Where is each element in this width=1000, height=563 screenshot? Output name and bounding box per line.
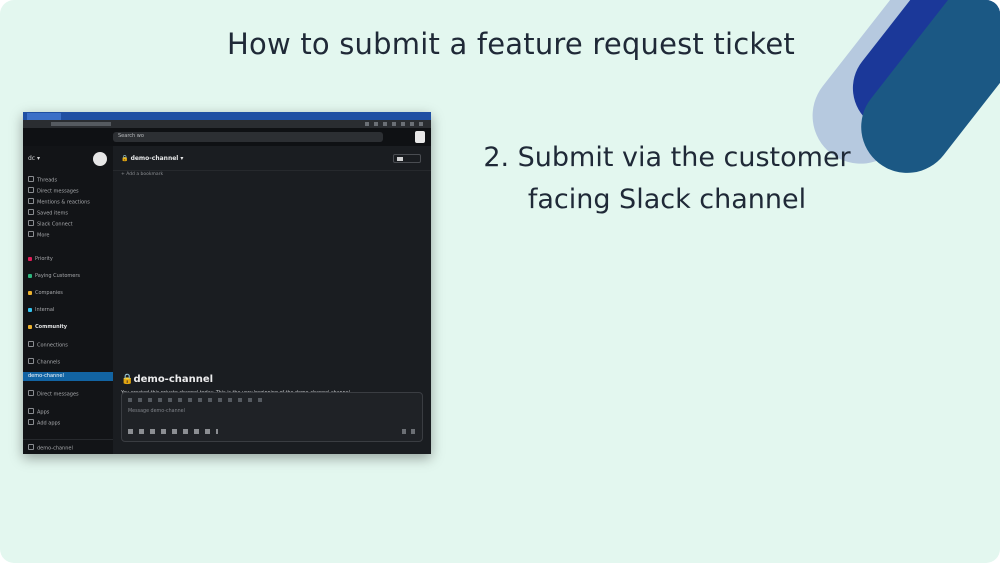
- avatar[interactable]: [415, 131, 425, 143]
- formatting-toolbar[interactable]: [128, 398, 268, 402]
- browser-tab[interactable]: [27, 113, 61, 120]
- workspace-name[interactable]: dc ▾: [28, 155, 41, 162]
- browser-tab-bar: [23, 112, 431, 120]
- slack-screenshot: Search wo dc ▾ Threads Direct messages M…: [23, 112, 431, 454]
- section-icon: [28, 256, 32, 261]
- more-icon: [28, 231, 34, 237]
- chevron-icon: [28, 358, 34, 364]
- sidebar-item-mentions[interactable]: Mentions & reactions: [28, 198, 90, 206]
- chevron-icon: [28, 408, 34, 414]
- huddle-button[interactable]: [393, 154, 421, 163]
- composer-tools[interactable]: [128, 429, 218, 434]
- sidebar-section-direct-messages[interactable]: Direct messages: [28, 390, 79, 398]
- address-url[interactable]: [51, 122, 111, 126]
- sidebar-item-add-apps[interactable]: Add apps: [28, 419, 60, 427]
- section-icon: [28, 290, 32, 295]
- message-composer[interactable]: Message demo-channel: [121, 392, 423, 442]
- sidebar-section-connections[interactable]: Connections: [28, 341, 68, 349]
- chevron-icon: [28, 341, 34, 347]
- chevron-icon: [28, 390, 34, 396]
- sidebar-section-apps[interactable]: Apps: [28, 408, 49, 416]
- sidebar-section-priority[interactable]: Priority: [28, 256, 53, 262]
- threads-icon: [28, 176, 34, 182]
- add-bookmark-link[interactable]: + Add a bookmark: [121, 172, 164, 177]
- sidebar-item-threads[interactable]: Threads: [28, 176, 57, 184]
- dm-icon: [28, 187, 34, 193]
- browser-extension-icons[interactable]: [365, 122, 425, 126]
- sidebar-item-demo-channel[interactable]: demo-channel: [23, 372, 113, 381]
- sidebar-item-more[interactable]: More: [28, 231, 49, 239]
- sidebar-section-community[interactable]: Community: [28, 324, 67, 330]
- sidebar-section-paying-customers[interactable]: Paying Customers: [28, 273, 80, 279]
- connect-icon: [28, 220, 34, 226]
- search-input[interactable]: Search wo: [113, 132, 383, 142]
- sidebar-footer: demo-channel: [23, 439, 113, 454]
- section-icon: [28, 307, 32, 312]
- browser-address-bar: [23, 120, 431, 128]
- compose-icon[interactable]: [93, 152, 107, 166]
- footer-channel[interactable]: demo-channel: [28, 444, 73, 452]
- sidebar-item-direct-messages[interactable]: Direct messages: [28, 187, 79, 195]
- plus-icon: [28, 419, 34, 425]
- search-text: Search wo: [118, 133, 144, 139]
- mention-icon: [28, 198, 34, 204]
- channel-intro-title: 🔒demo-channel: [121, 374, 214, 385]
- sidebar-section-internal[interactable]: Internal: [28, 307, 54, 313]
- step-line-1: 2. Submit via the customer: [483, 142, 851, 173]
- headphones-icon: [397, 156, 403, 161]
- send-button[interactable]: [402, 429, 416, 434]
- slide-title: How to submit a feature request ticket: [227, 27, 795, 61]
- step-text: 2. Submit via the customer facing Slack …: [452, 137, 882, 221]
- message-input[interactable]: Message demo-channel: [128, 409, 185, 414]
- bookmark-icon: [28, 209, 34, 215]
- header-divider: [113, 170, 431, 171]
- sidebar: dc ▾ Threads Direct messages Mentions & …: [23, 146, 113, 454]
- sidebar-item-slack-connect[interactable]: Slack Connect: [28, 220, 73, 228]
- sidebar-item-saved[interactable]: Saved items: [28, 209, 68, 217]
- section-icon: [28, 324, 32, 329]
- lock-icon: [28, 444, 34, 450]
- sidebar-section-companies[interactable]: Companies: [28, 290, 63, 296]
- step-line-2: facing Slack channel: [527, 184, 807, 215]
- channel-header[interactable]: 🔒 demo-channel ▾: [121, 155, 184, 162]
- sidebar-section-channels[interactable]: Channels: [28, 358, 60, 366]
- section-icon: [28, 273, 32, 278]
